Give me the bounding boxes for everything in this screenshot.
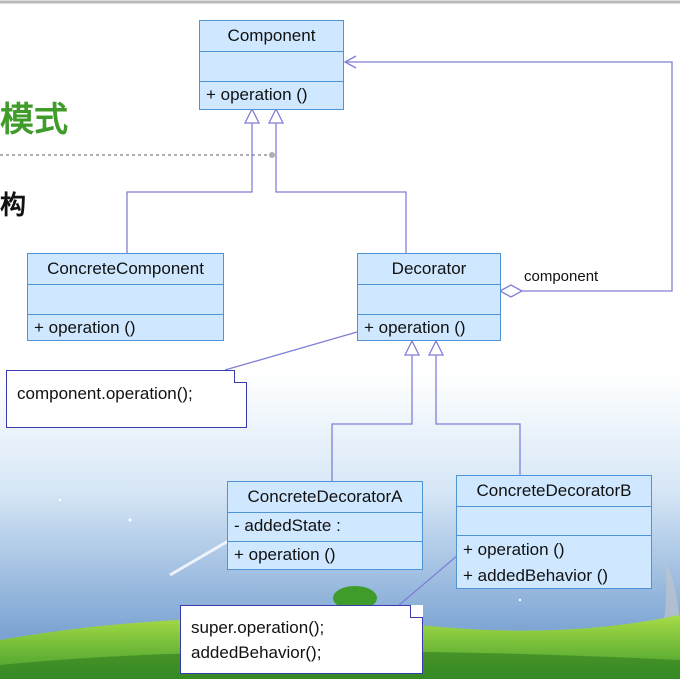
class-decorator[interactable]: Decorator + operation () (357, 253, 501, 341)
note-fold-icon (410, 605, 423, 618)
generalization-arrow-icon (427, 339, 445, 356)
association-label: component (524, 268, 599, 285)
background-title-fragment: 模式 (0, 100, 68, 140)
operation: + operation () (34, 318, 136, 337)
class-attributes: - addedState : (228, 513, 422, 542)
generalization-arrow-icon (267, 107, 285, 124)
note-text: addedBehavior(); (191, 643, 322, 662)
association-arrowhead-icon (343, 55, 357, 69)
class-operations: + operation () (28, 315, 223, 341)
aggregation-diamond-icon (498, 284, 524, 298)
class-operations: + operation () (228, 542, 422, 570)
generalization-arrow-icon (243, 107, 261, 124)
generalization-arrow-icon (403, 339, 421, 356)
note-text: component.operation(); (17, 384, 193, 403)
generalization-line-decorator (275, 123, 407, 253)
class-concrete-component[interactable]: ConcreteComponent + operation () (27, 253, 224, 341)
class-name: ConcreteComponent (28, 254, 223, 285)
note-anchor-decorator (224, 331, 358, 371)
operation: + operation () (206, 85, 308, 104)
class-attributes (457, 507, 651, 536)
class-attributes (28, 285, 223, 315)
note-text: super.operation(); (191, 618, 325, 637)
class-attributes (200, 52, 343, 82)
generalization-line-concrete-component (126, 123, 253, 253)
association-line (346, 61, 673, 292)
generalization-line-decorator-a (331, 355, 413, 481)
operation: + operation () (234, 545, 336, 564)
operation: + operation () (364, 318, 466, 337)
note-anchor-decorator-b (397, 554, 459, 607)
operation: + addedBehavior () (463, 566, 609, 585)
class-name: Component (200, 21, 343, 52)
class-operations: + operation () + addedBehavior () (457, 536, 651, 589)
note-fold-icon (234, 370, 247, 383)
note-decorator-b[interactable]: super.operation(); addedBehavior(); (180, 605, 423, 674)
class-operations: + operation () (358, 315, 500, 341)
class-component[interactable]: Component + operation () (199, 20, 344, 110)
class-attributes (358, 285, 500, 315)
class-concrete-decorator-a[interactable]: ConcreteDecoratorA - addedState : + oper… (227, 481, 423, 570)
class-name: Decorator (358, 254, 500, 285)
note-decorator[interactable]: component.operation(); (6, 370, 247, 428)
operation: + operation () (463, 540, 565, 559)
generalization-line-decorator-b (435, 355, 521, 475)
class-operations: + operation () (200, 82, 343, 110)
class-name: ConcreteDecoratorB (457, 476, 651, 507)
class-concrete-decorator-b[interactable]: ConcreteDecoratorB + operation () + adde… (456, 475, 652, 589)
attribute: - addedState : (234, 516, 341, 535)
class-name: ConcreteDecoratorA (228, 482, 422, 513)
background-subtitle-fragment: 构 (0, 191, 27, 221)
